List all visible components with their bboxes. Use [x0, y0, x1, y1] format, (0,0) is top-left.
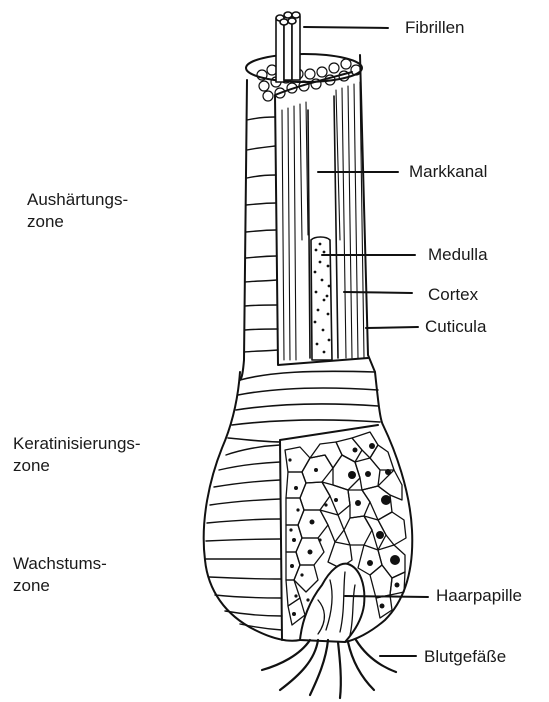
zone-keratinisierung-line2: zone	[13, 455, 141, 477]
collar-band	[228, 371, 380, 442]
zone-wachstum-line1: Wachstums-	[13, 553, 107, 575]
shaft-top	[246, 54, 362, 82]
bulb-shell-lines	[206, 445, 282, 630]
label-markkanal: Markkanal	[409, 161, 487, 183]
zone-wachstum-line2: zone	[13, 575, 107, 597]
zone-aushaertung-line1: Aushärtungs-	[27, 189, 128, 211]
label-medulla: Medulla	[428, 244, 488, 266]
blood-vessels	[262, 640, 396, 698]
label-fibrillen: Fibrillen	[405, 17, 465, 39]
zone-keratinisierung-line1: Keratinisierungs-	[13, 433, 141, 455]
zone-wachstum: Wachstums- zone	[13, 553, 107, 597]
label-blutgefaesse: Blutgefäße	[424, 646, 506, 668]
label-cortex: Cortex	[428, 284, 478, 306]
label-cuticula: Cuticula	[425, 316, 486, 338]
zone-keratinisierung: Keratinisierungs- zone	[13, 433, 141, 477]
fibrillen-bundle	[276, 12, 300, 82]
label-haarpapille: Haarpapille	[436, 585, 522, 607]
zone-aushaertung-line2: zone	[27, 211, 128, 233]
cuticle-rings	[244, 117, 278, 352]
zone-aushaertung: Aushärtungs- zone	[27, 189, 128, 233]
